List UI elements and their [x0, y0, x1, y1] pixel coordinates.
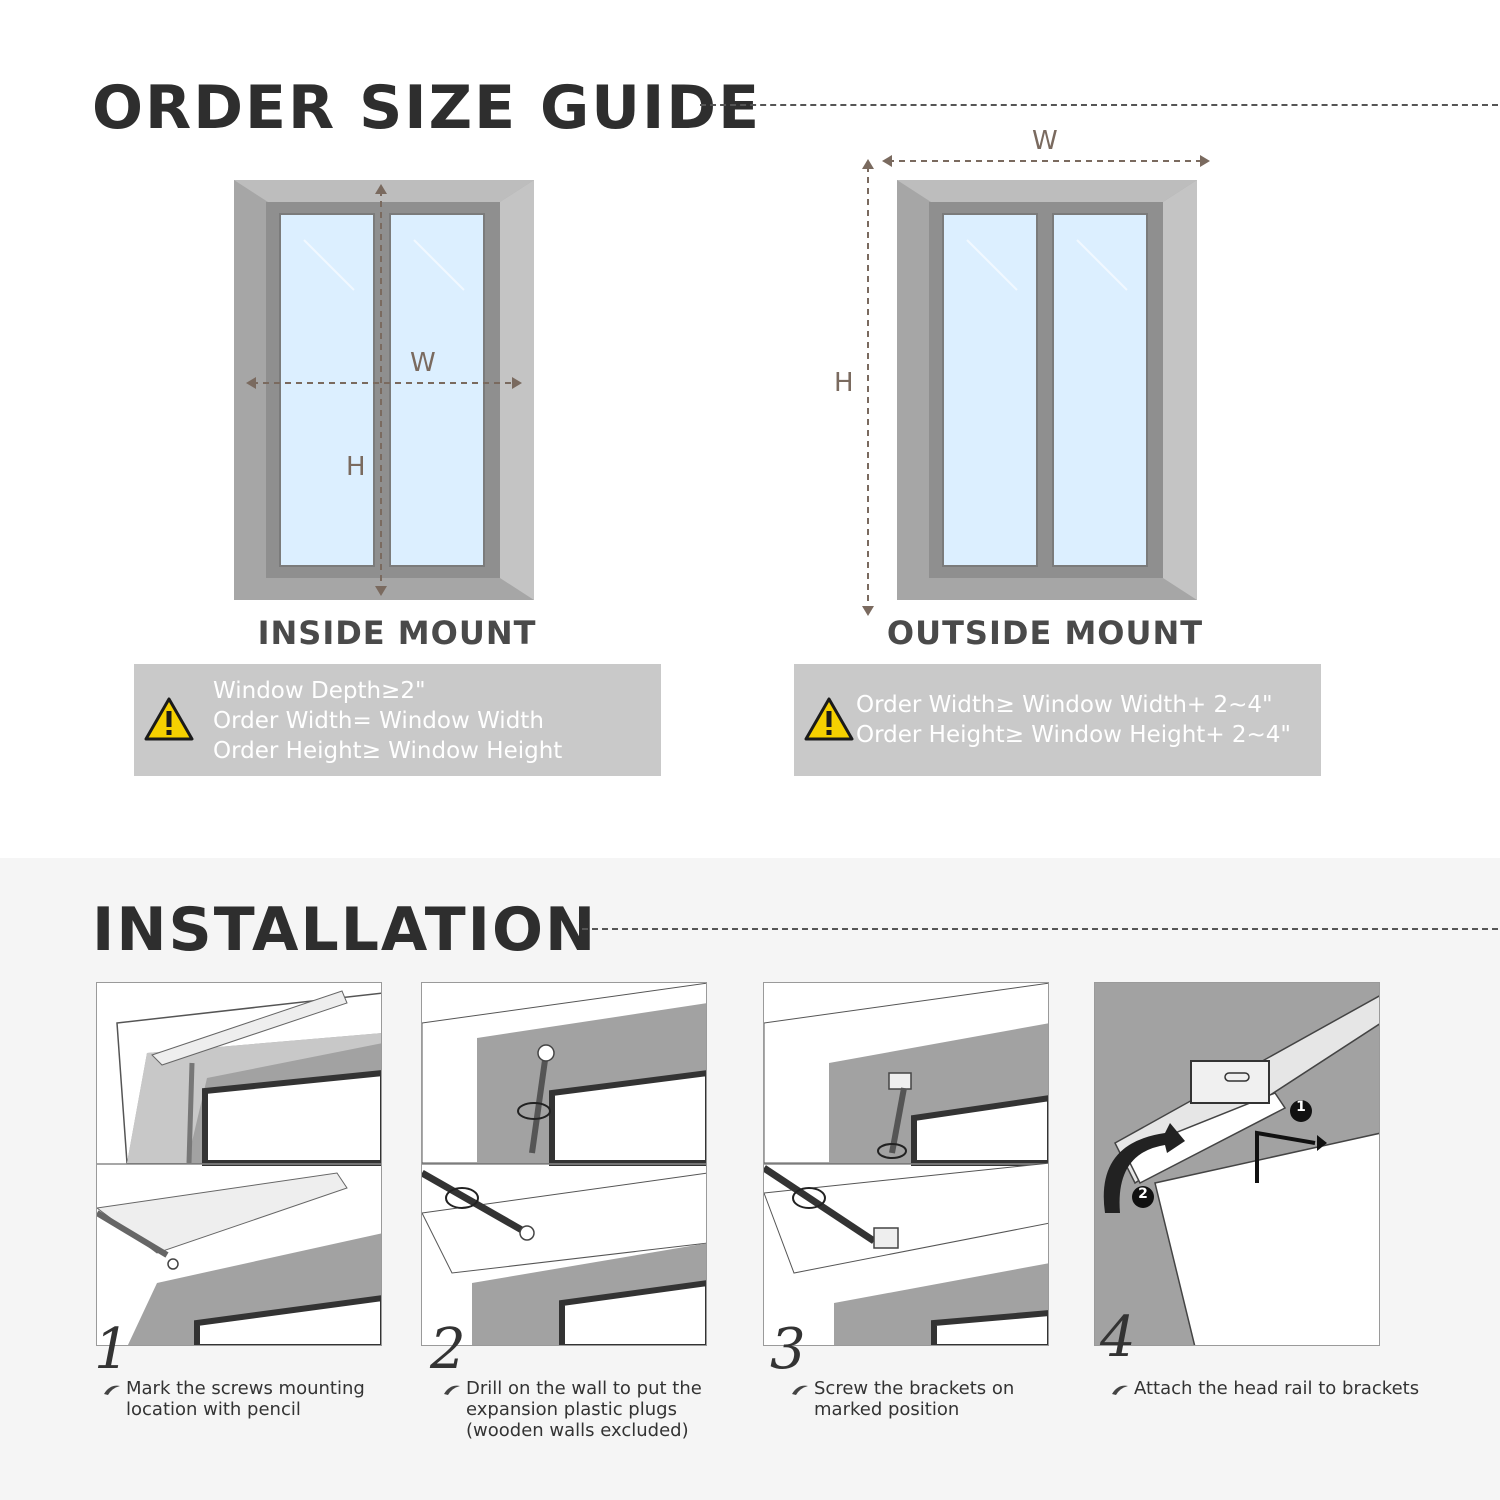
outside-mount-notes: Order Width≥ Window Width+ 2~4" Order He…	[794, 664, 1321, 776]
step-3-illustration	[763, 982, 1049, 1346]
step-3-text: Screw the brackets on marked position	[792, 1378, 1015, 1420]
step-1-line-1: Mark the screws mounting	[126, 1378, 365, 1399]
step-4-illustration: 1 2	[1094, 982, 1380, 1346]
outside-mount-label: OUTSIDE MOUNT	[886, 614, 1204, 652]
step-1-number: 1	[94, 1317, 130, 1382]
step-2-line-3: (wooden walls excluded)	[466, 1420, 689, 1441]
step-2-line-2: expansion plastic plugs	[466, 1399, 677, 1420]
installation-divider	[582, 928, 1498, 930]
inside-note-2: Order Width= Window Width	[213, 708, 544, 734]
outside-height-label: H	[834, 368, 854, 398]
step-4-line-1: Attach the head rail to brackets	[1134, 1378, 1420, 1399]
step-2-number: 2	[430, 1317, 466, 1382]
outside-note-2: Order Height≥ Window Height+ 2~4"	[856, 722, 1292, 748]
step-4-callout-1: 1	[1296, 1099, 1306, 1115]
inside-mount-notes: Window Depth≥2" Order Width= Window Widt…	[134, 664, 661, 776]
step-1-illustration	[96, 982, 382, 1346]
step-2-illustration	[421, 982, 707, 1346]
inside-note-1: Window Depth≥2"	[213, 678, 426, 704]
step-4-callout-2: 2	[1138, 1186, 1148, 1202]
step-3-line-2: marked position	[814, 1399, 960, 1420]
warning-triangle-icon	[804, 696, 854, 750]
bullet-icon	[790, 1380, 810, 1401]
inside-note-3: Order Height≥ Window Height	[213, 738, 563, 764]
step-2-line-1: Drill on the wall to put the	[466, 1378, 702, 1399]
step-1-text: Mark the screws mounting location with p…	[104, 1378, 365, 1420]
step-4-number: 4	[1100, 1305, 1136, 1370]
bullet-icon	[1110, 1380, 1130, 1401]
step-2-text: Drill on the wall to put the expansion p…	[444, 1378, 702, 1441]
warning-triangle-icon	[144, 696, 194, 750]
step-1-line-2: location with pencil	[126, 1399, 301, 1420]
title-divider	[700, 104, 1498, 106]
outside-mount-diagram	[850, 150, 1220, 620]
step-3-number: 3	[770, 1317, 806, 1382]
inside-width-label: W	[410, 348, 436, 378]
step-4-text: Attach the head rail to brackets	[1112, 1378, 1420, 1399]
bullet-icon	[442, 1380, 462, 1401]
inside-mount-label: INSIDE MOUNT	[257, 614, 537, 652]
inside-mount-diagram	[234, 180, 534, 600]
outside-note-1: Order Width≥ Window Width+ 2~4"	[856, 692, 1273, 718]
installation-title: INSTALLATION	[92, 895, 598, 965]
step-3-line-1: Screw the brackets on	[814, 1378, 1015, 1399]
order-guide-title: ORDER SIZE GUIDE	[92, 73, 762, 143]
bullet-icon	[102, 1380, 122, 1401]
outside-width-label: W	[1032, 126, 1058, 156]
inside-height-label: H	[346, 452, 366, 482]
